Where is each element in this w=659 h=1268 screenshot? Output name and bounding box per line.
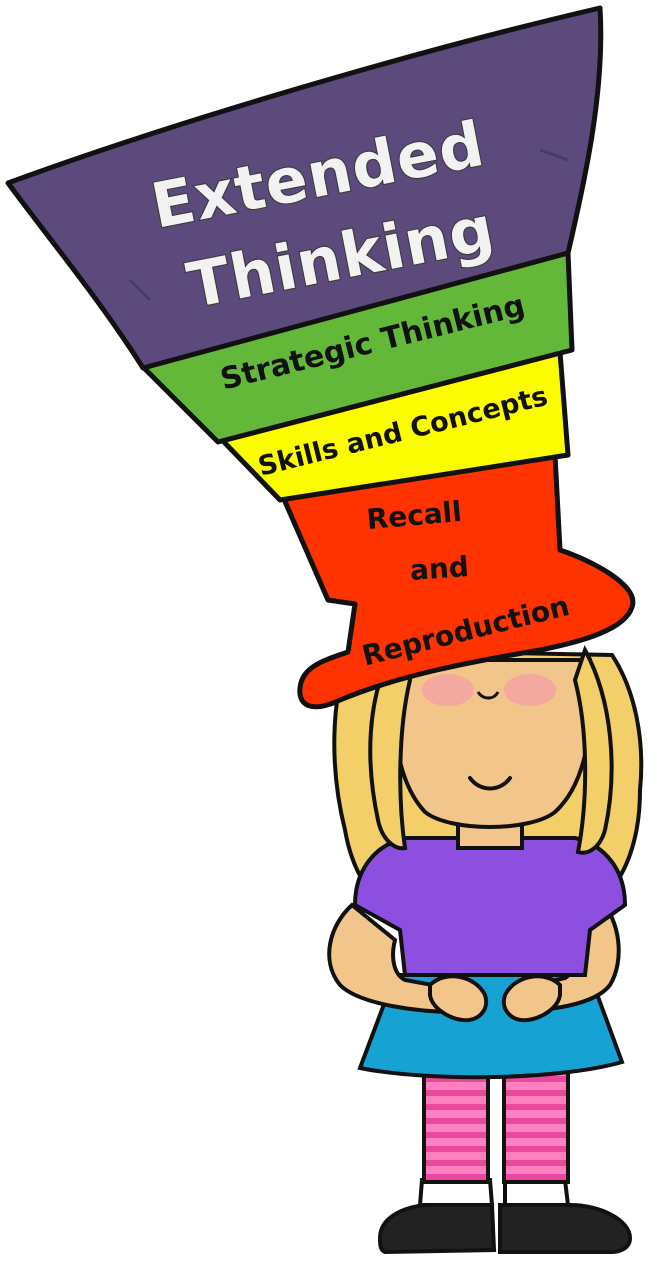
legging-stripe [426, 1104, 486, 1110]
legging-stripe [506, 1090, 566, 1096]
left-cheek [422, 674, 474, 706]
legging-stripe [426, 1090, 486, 1096]
level-recall-band [280, 452, 636, 710]
left-shoe [377, 1178, 497, 1255]
girl-figure [327, 644, 644, 1255]
legging-stripe [506, 1118, 566, 1124]
mouth [468, 776, 512, 791]
legging-stripe [506, 1160, 566, 1166]
right-cheek [504, 674, 556, 706]
hat-fold-line [539, 148, 569, 162]
left-hand [428, 974, 489, 1023]
nose [476, 691, 500, 700]
legging-stripe [506, 1104, 566, 1110]
legging-stripe [506, 1132, 566, 1138]
legging-stripe [426, 1174, 486, 1180]
legging-stripe [426, 1132, 486, 1138]
legging-stripe [506, 1174, 566, 1180]
shirt [352, 836, 628, 977]
legging-stripe [506, 1146, 566, 1152]
face [391, 658, 594, 829]
leggings [422, 1066, 570, 1184]
level-extended-band [5, 5, 604, 371]
right-shoe [498, 1178, 633, 1254]
hat-levels: Extended Thinking Strategic Thinking Ski… [5, 5, 636, 710]
hat-fold-line [128, 278, 152, 302]
legging-stripe [426, 1160, 486, 1166]
hair-left-strand [368, 651, 413, 851]
legging-stripe [426, 1146, 486, 1152]
legging-stripe [426, 1118, 486, 1124]
right-hand [501, 974, 562, 1023]
recall-label-line-2: and [409, 550, 470, 587]
hair-right-strand [572, 644, 614, 855]
legging-stripe [506, 1076, 566, 1082]
